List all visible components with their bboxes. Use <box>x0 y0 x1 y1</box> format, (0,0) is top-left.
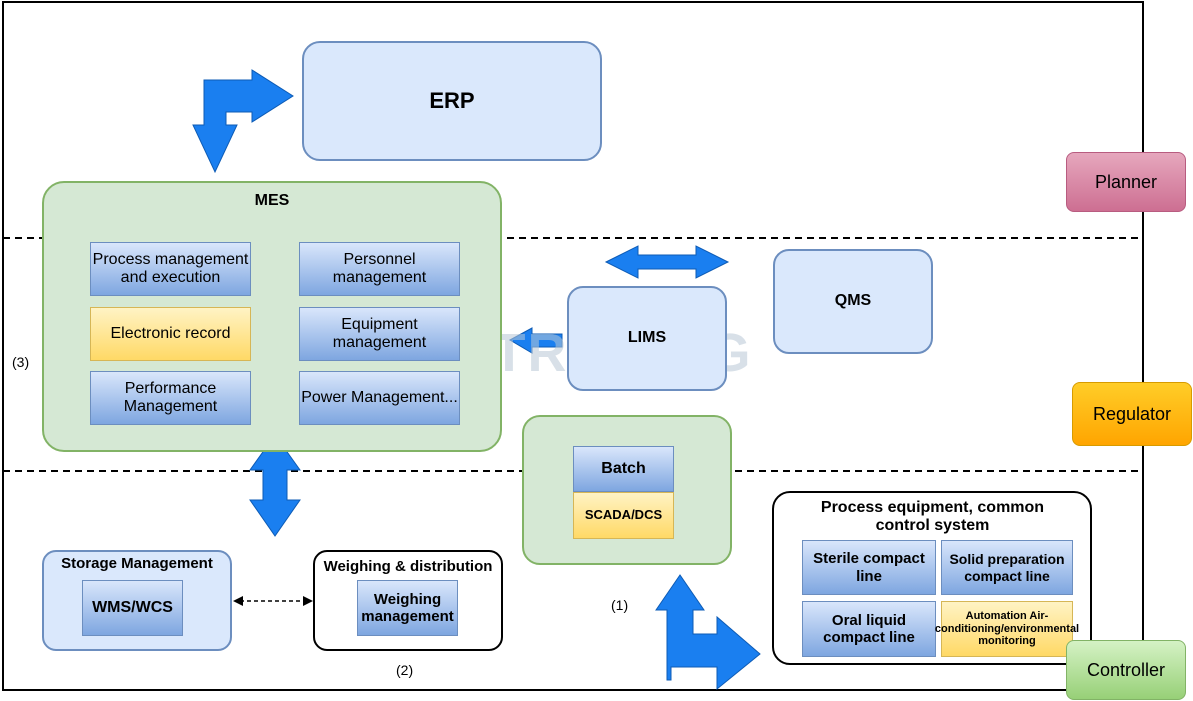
sterile-compact-line-module: Sterile compact line <box>802 540 936 595</box>
scada-dcs-module: SCADA/DCS <box>573 492 674 539</box>
process-equipment-title: Process equipment, common control system <box>820 499 1045 534</box>
weighing-management-module: Weighing management <box>357 580 458 636</box>
power-management-module: Power Management... <box>299 371 460 425</box>
erp-label: ERP <box>429 88 475 114</box>
qms-box: QMS <box>773 249 933 354</box>
automation-monitoring-module: Automation Air-conditioning/environmenta… <box>935 601 1079 657</box>
note-3: (3) <box>12 354 30 370</box>
equipment-management-module: Equipment management <box>299 307 460 361</box>
lims-label: LIMS <box>627 329 667 347</box>
batch-equipment-arrow <box>655 574 761 691</box>
solid-preparation-module: Solid preparation compact line <box>941 540 1073 595</box>
regulator-badge: Regulator <box>1072 382 1192 446</box>
process-management-module: Process management and execution <box>90 242 251 296</box>
planner-badge: Planner <box>1066 152 1186 212</box>
batch-module: Batch <box>573 446 674 492</box>
mes-title: MES <box>254 192 290 209</box>
mes-storage-arrow <box>249 434 301 537</box>
weighing-distribution-title: Weighing & distribution <box>323 558 493 575</box>
wms-wcs-module: WMS/WCS <box>82 580 183 636</box>
wms-weighing-arrowhead-right <box>303 596 313 606</box>
lims-box: LIMS <box>567 286 727 391</box>
storage-management-title: Storage Management <box>61 555 213 572</box>
lims-qms-arrow <box>604 245 730 279</box>
performance-management-module: Performance Management <box>90 371 251 425</box>
personnel-management-module: Personnel management <box>299 242 460 296</box>
lims-mes-arrow <box>508 327 563 354</box>
outer-frame <box>2 1 1144 691</box>
wms-weighing-arrowhead-left <box>233 596 243 606</box>
note-2: (2) <box>396 662 414 678</box>
oral-liquid-module: Oral liquid compact line <box>802 601 936 657</box>
controller-badge: Controller <box>1066 640 1186 700</box>
electronic-record-module: Electronic record <box>90 307 251 361</box>
erp-box: ERP <box>302 41 602 161</box>
note-1: (1) <box>611 597 629 613</box>
qms-label: QMS <box>834 292 872 310</box>
erp-mes-arrow <box>192 69 294 174</box>
